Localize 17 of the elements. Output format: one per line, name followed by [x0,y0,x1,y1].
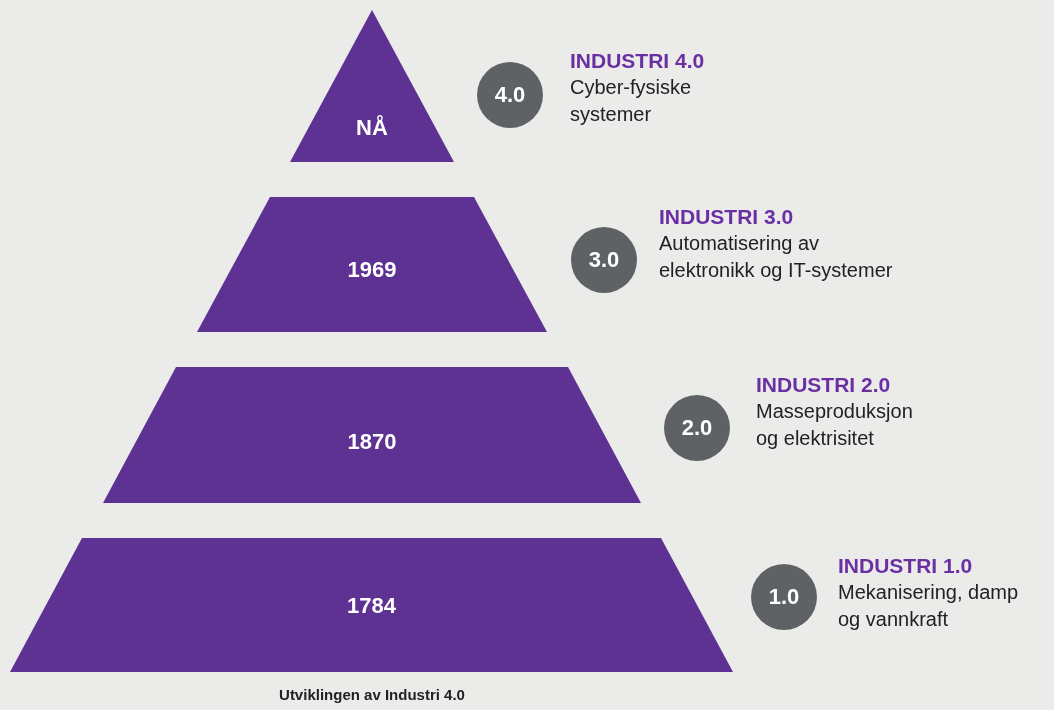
version-circle: 2.0 [664,395,730,461]
industry-heading: INDUSTRI 1.0 [838,553,974,579]
year-label: 1969 [346,257,398,283]
industry-heading: INDUSTRI 4.0 [570,48,706,74]
industry-heading: INDUSTRI 2.0 [756,372,892,398]
version-circle: 1.0 [751,564,817,630]
industry-description: Mekanisering, damp og vannkraft [838,580,1020,632]
caption: Utviklingen av Industri 4.0 [278,686,466,703]
year-label: 1870 [346,429,398,455]
industry-description: Masseproduksjon og elektrisitet [756,399,914,451]
version-circle: 4.0 [477,62,543,128]
industry-heading: INDUSTRI 3.0 [659,204,795,230]
industry-description: Automatisering av elektronikk og IT-systemer [659,231,894,283]
year-label: 1784 [346,593,397,619]
version-circle: 3.0 [571,227,637,293]
industry-description: Cyber-fysiske systemer [570,75,693,127]
era-label: NÅ [355,115,389,141]
